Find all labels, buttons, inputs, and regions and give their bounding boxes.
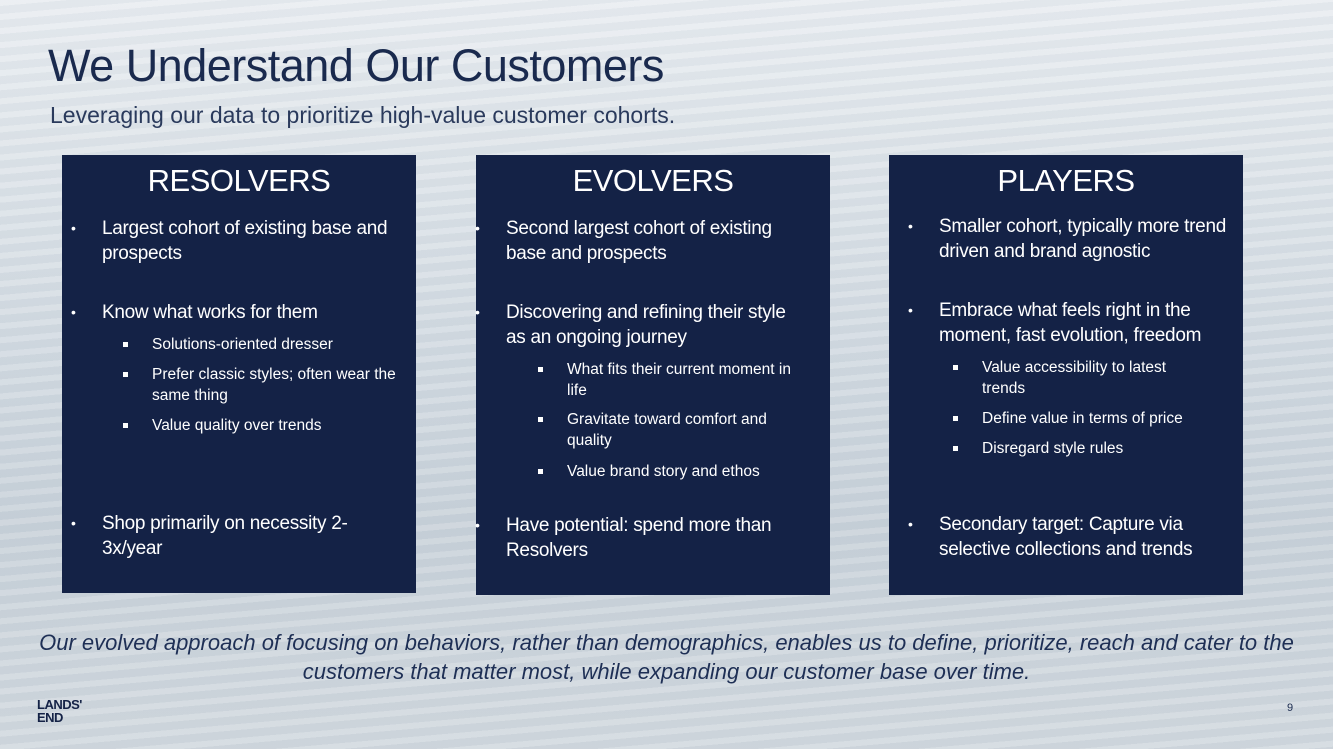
sub-bullet: Prefer classic styles; often wear the sa… bbox=[123, 364, 398, 406]
card-heading: PLAYERS bbox=[997, 163, 1135, 198]
page-subtitle: Leveraging our data to prioritize high-v… bbox=[50, 102, 676, 128]
bullet: Largest cohort of existing base and pros… bbox=[71, 216, 390, 266]
card-players: PLAYERS Smaller cohort, typically more t… bbox=[889, 155, 1243, 595]
bullet: Secondary target: Capture via selective … bbox=[908, 512, 1229, 562]
bullet: Shop primarily on necessity 2-3x/year bbox=[71, 511, 390, 561]
sub-bullet: Value quality over trends bbox=[123, 415, 398, 436]
sub-bullet: Value accessibility to latest trends bbox=[953, 357, 1203, 399]
bullet: Smaller cohort, typically more trend dri… bbox=[908, 214, 1229, 264]
bullet: Embrace what feels right in the moment, … bbox=[908, 298, 1229, 348]
logo-line-2: END bbox=[37, 710, 63, 725]
bullet: Discovering and refining their style as … bbox=[475, 300, 804, 350]
bullet: Have potential: spend more than Resolver… bbox=[475, 513, 804, 563]
page-title: We Understand Our Customers bbox=[48, 40, 664, 91]
sub-bullet: Value brand story and ethos bbox=[538, 461, 812, 482]
bullet: Know what works for them bbox=[71, 300, 390, 325]
logo-line-1: LANDS' bbox=[37, 697, 82, 712]
sub-bullet: What fits their current moment in life bbox=[538, 359, 812, 401]
sub-bullet: Disregard style rules bbox=[953, 438, 1225, 459]
bullet: Second largest cohort of existing base a… bbox=[475, 216, 804, 266]
footer-statement: Our evolved approach of focusing on beha… bbox=[39, 630, 1294, 684]
sub-bullet: Define value in terms of price bbox=[953, 408, 1225, 429]
card-resolvers: RESOLVERS Largest cohort of existing bas… bbox=[62, 155, 416, 593]
card-heading: EVOLVERS bbox=[572, 163, 734, 198]
sub-bullet: Gravitate toward comfort and quality bbox=[538, 409, 812, 451]
lands-end-logo: LANDS' END bbox=[37, 698, 82, 724]
card-heading: RESOLVERS bbox=[147, 163, 331, 198]
page-number: 9 bbox=[1287, 702, 1294, 714]
card-evolvers: EVOLVERS Second largest cohort of existi… bbox=[475, 155, 830, 595]
sub-bullet: Solutions-oriented dresser bbox=[123, 334, 398, 355]
